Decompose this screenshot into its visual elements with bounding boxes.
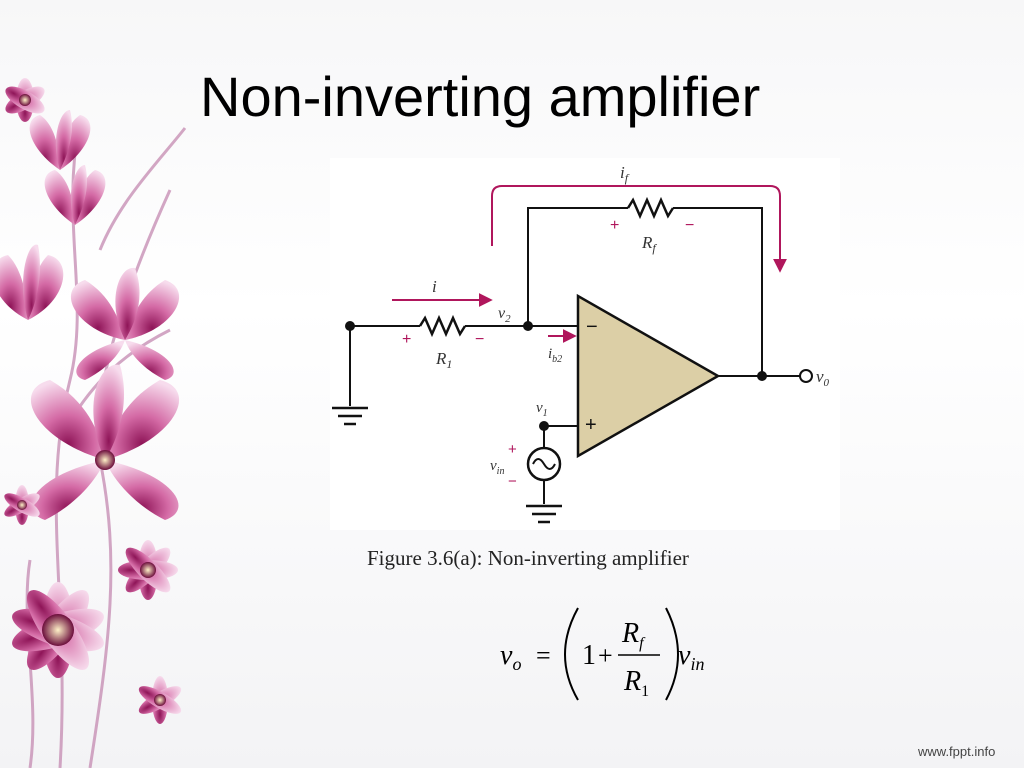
formula-equals: = bbox=[536, 641, 551, 670]
formula-right-paren bbox=[665, 607, 679, 701]
figure-caption: Figure 3.6(a): Non-inverting amplifier bbox=[367, 546, 689, 570]
rf-minus-sign: − bbox=[685, 217, 694, 234]
formula-plus: + bbox=[598, 641, 613, 670]
r1-resistor bbox=[418, 314, 467, 338]
feedback-resistor bbox=[626, 196, 675, 220]
label-rf: Rf bbox=[641, 233, 657, 255]
formula-rhs: vin bbox=[678, 640, 704, 674]
vin-minus-sign: − bbox=[508, 473, 517, 490]
label-v1: v1 bbox=[536, 400, 548, 419]
feedback-wire-right bbox=[673, 207, 763, 376]
source-ground-icon bbox=[526, 504, 562, 524]
feedback-wire bbox=[527, 207, 628, 326]
floral-decoration bbox=[0, 78, 187, 768]
flower-mid-left bbox=[0, 244, 64, 320]
formula-numerator: Rf bbox=[621, 618, 646, 652]
vin-plus-sign: + bbox=[508, 441, 517, 458]
label-vo: v0 bbox=[816, 367, 830, 389]
flower-bottom bbox=[12, 582, 182, 724]
flower-large bbox=[30, 364, 180, 520]
left-ground-icon bbox=[332, 406, 368, 426]
label-i: i bbox=[432, 277, 437, 296]
rf-plus-sign: + bbox=[610, 217, 619, 234]
opamp-plus-input: + bbox=[585, 414, 597, 436]
flower-top-small bbox=[5, 78, 45, 122]
flower-mid bbox=[70, 267, 180, 380]
label-vin: vin bbox=[490, 458, 504, 477]
label-if: if bbox=[620, 163, 630, 185]
slide-title: Non-inverting amplifier bbox=[200, 65, 761, 128]
output-terminal bbox=[799, 369, 813, 383]
formula-one: 1 bbox=[582, 640, 596, 671]
label-v2: v2 bbox=[498, 305, 511, 325]
op-amp-triangle bbox=[576, 293, 721, 459]
formula-denominator: R1 bbox=[623, 666, 649, 700]
formula-lhs: vo bbox=[500, 640, 521, 674]
feedback-current-arrow bbox=[491, 185, 787, 273]
label-ib2: ib2 bbox=[548, 346, 562, 365]
footer-watermark: www.fppt.info bbox=[918, 744, 996, 759]
formula-left-paren bbox=[564, 607, 579, 701]
label-r1: R1 bbox=[435, 349, 452, 371]
output-node bbox=[757, 371, 767, 381]
gain-formula: vo = 1 + Rf R1 vin bbox=[500, 607, 704, 701]
r1-minus-sign: − bbox=[475, 331, 484, 348]
circuit-diagram: if + − Rf i v2 + − bbox=[332, 163, 830, 524]
flower-small-mid bbox=[4, 485, 178, 600]
v2-node bbox=[523, 321, 533, 331]
r1-plus-sign: + bbox=[402, 331, 411, 348]
ac-source-wave bbox=[532, 458, 556, 470]
circuit-figure: if + − Rf i v2 + − bbox=[330, 158, 840, 530]
flower-top bbox=[29, 110, 106, 225]
opamp-minus-input: − bbox=[586, 316, 598, 338]
